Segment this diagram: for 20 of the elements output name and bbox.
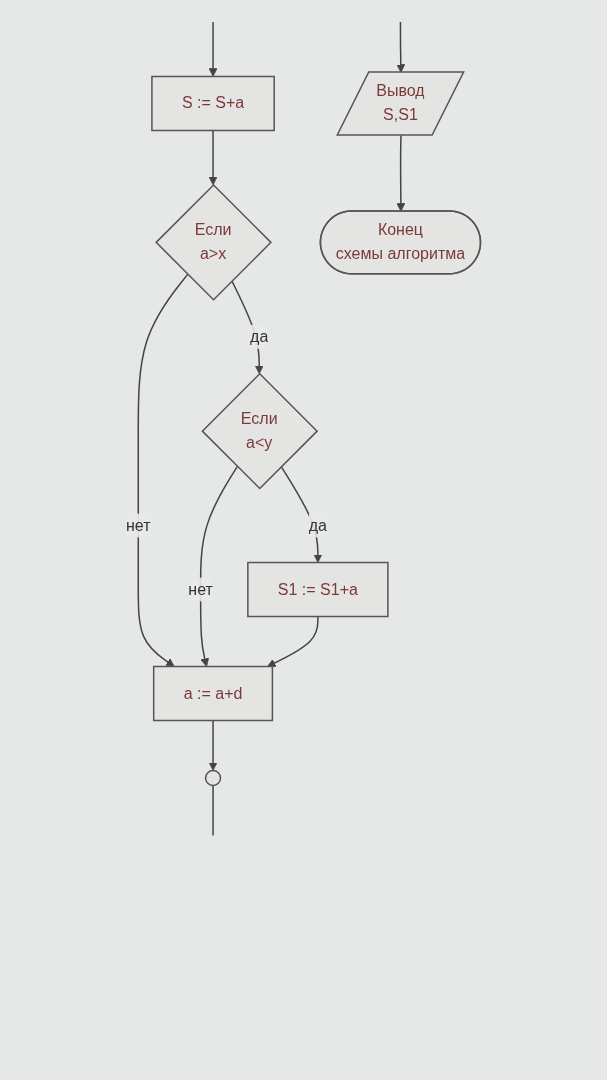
arrow (200, 465, 239, 667)
arrow (280, 465, 323, 563)
edge-label: нет (126, 516, 151, 534)
arrow (208, 719, 218, 771)
arrow (137, 273, 189, 667)
node-diamond: Если a<y (201, 372, 319, 490)
node-box: a := a+d (153, 665, 274, 722)
node-box: S := S+a (151, 75, 276, 132)
edge-label: да (309, 516, 328, 534)
arrow (208, 129, 218, 186)
node-diamond: Если a>x (155, 183, 273, 301)
arrow (396, 21, 406, 73)
node-circle (205, 769, 222, 787)
arrow (231, 280, 264, 375)
connector (212, 784, 215, 837)
edge-label: нет (188, 580, 214, 598)
arrow (208, 21, 218, 77)
arrow (267, 615, 319, 667)
edge-label: да (250, 327, 269, 345)
node-box: S1 := S1+a (247, 561, 389, 618)
